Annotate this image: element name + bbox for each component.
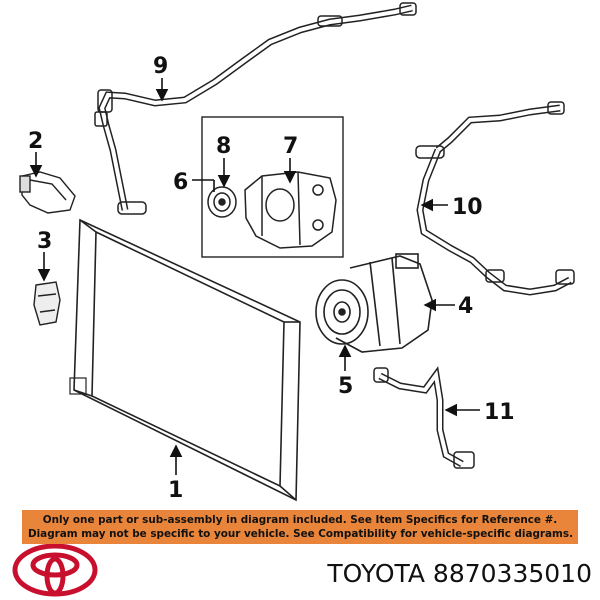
compressor-part [315, 253, 433, 353]
subassembly-box [201, 116, 344, 258]
diagram-notice-banner: Only one part or sub-assembly in diagram… [22, 510, 578, 544]
callout-5: 5 [338, 374, 353, 399]
callout-11: 11 [484, 400, 515, 425]
leader-arrows [29, 78, 480, 475]
ac-hose-upper-part [94, 2, 417, 215]
callout-9: 9 [153, 54, 168, 79]
callout-2: 2 [28, 129, 43, 154]
callout-1: 1 [168, 478, 183, 503]
toyota-logo-icon [12, 543, 98, 597]
callout-7: 7 [283, 134, 298, 159]
callout-3: 3 [37, 229, 52, 254]
ac-hose-right-part [415, 101, 575, 296]
notice-line-1: Only one part or sub-assembly in diagram… [42, 514, 558, 526]
condenser-part [69, 218, 301, 502]
callout-labels: 1 2 3 4 5 6 7 8 9 10 11 [28, 54, 515, 503]
callout-4: 4 [458, 294, 473, 319]
bracket-part [19, 171, 76, 214]
clip-part [33, 281, 61, 326]
callout-8: 8 [216, 134, 231, 159]
notice-line-2: Diagram may not be specific to your vehi… [28, 528, 574, 540]
callout-10: 10 [452, 195, 483, 220]
compressor-housing-part [244, 171, 337, 249]
part-number-title: TOYOTA 8870335010 [327, 559, 592, 588]
ac-hose-lower-part [373, 366, 475, 469]
callout-6: 6 [173, 170, 188, 195]
clutch-part [207, 186, 237, 218]
